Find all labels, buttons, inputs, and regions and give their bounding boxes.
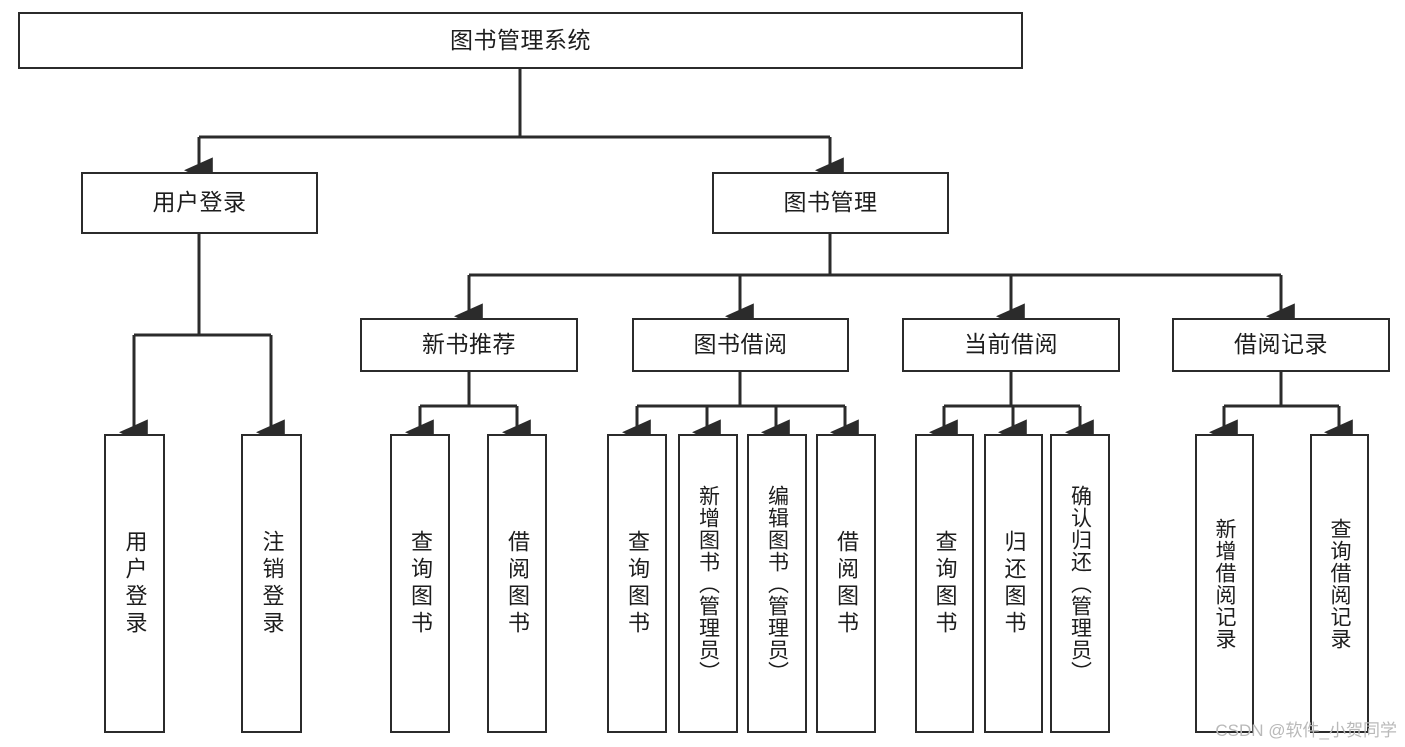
- node-leaf-edit-book[interactable]: 编辑图书（管理员）: [747, 434, 807, 733]
- node-leaf-edit-book-label: 编辑图书（管理员）: [765, 484, 789, 683]
- node-leaf-borrow-book-2[interactable]: 借阅图书: [816, 434, 876, 733]
- node-leaf-borrow-book-1-label: 借阅图书: [505, 529, 530, 638]
- node-borrow-record[interactable]: 借阅记录: [1172, 318, 1390, 372]
- node-leaf-add-record[interactable]: 新增借阅记录: [1195, 434, 1254, 733]
- node-user-login[interactable]: 用户登录: [81, 172, 318, 234]
- node-leaf-query-book-1[interactable]: 查询图书: [390, 434, 450, 733]
- node-leaf-user-login[interactable]: 用户登录: [104, 434, 165, 733]
- node-leaf-query-record[interactable]: 查询借阅记录: [1310, 434, 1369, 733]
- node-book-borrow[interactable]: 图书借阅: [632, 318, 849, 372]
- node-new-book-rec[interactable]: 新书推荐: [360, 318, 578, 372]
- node-leaf-query-book-2-label: 查询图书: [625, 529, 650, 638]
- node-leaf-query-record-label: 查询借阅记录: [1328, 517, 1351, 650]
- node-leaf-query-book-1-label: 查询图书: [408, 529, 433, 638]
- node-new-book-rec-label: 新书推荐: [422, 331, 516, 358]
- node-borrow-record-label: 借阅记录: [1234, 331, 1328, 358]
- node-leaf-add-book-label: 新增图书（管理员）: [696, 484, 720, 683]
- node-leaf-add-book[interactable]: 新增图书（管理员）: [678, 434, 738, 733]
- node-leaf-borrow-book-1[interactable]: 借阅图书: [487, 434, 547, 733]
- node-leaf-query-book-2[interactable]: 查询图书: [607, 434, 667, 733]
- node-current-borrow-label: 当前借阅: [964, 331, 1058, 358]
- node-leaf-return-book-label: 归还图书: [1001, 529, 1027, 638]
- node-leaf-add-record-label: 新增借阅记录: [1213, 517, 1236, 650]
- node-book-manage[interactable]: 图书管理: [712, 172, 949, 234]
- node-leaf-logout-label: 注销登录: [259, 529, 285, 638]
- node-root-label: 图书管理系统: [450, 26, 591, 53]
- node-user-login-label: 用户登录: [152, 189, 247, 216]
- node-leaf-user-login-label: 用户登录: [122, 529, 148, 638]
- node-leaf-query-book-3[interactable]: 查询图书: [915, 434, 974, 733]
- node-book-borrow-label: 图书借阅: [693, 331, 788, 358]
- node-leaf-return-book[interactable]: 归还图书: [984, 434, 1043, 733]
- node-current-borrow[interactable]: 当前借阅: [902, 318, 1120, 372]
- node-leaf-confirm-return[interactable]: 确认归还（管理员）: [1050, 434, 1110, 733]
- node-leaf-query-book-3-label: 查询图书: [932, 529, 958, 638]
- node-leaf-confirm-return-label: 确认归还（管理员）: [1068, 484, 1092, 683]
- node-leaf-logout[interactable]: 注销登录: [241, 434, 302, 733]
- node-book-manage-label: 图书管理: [783, 189, 878, 216]
- node-leaf-borrow-book-2-label: 借阅图书: [834, 529, 859, 638]
- node-root[interactable]: 图书管理系统: [18, 12, 1023, 69]
